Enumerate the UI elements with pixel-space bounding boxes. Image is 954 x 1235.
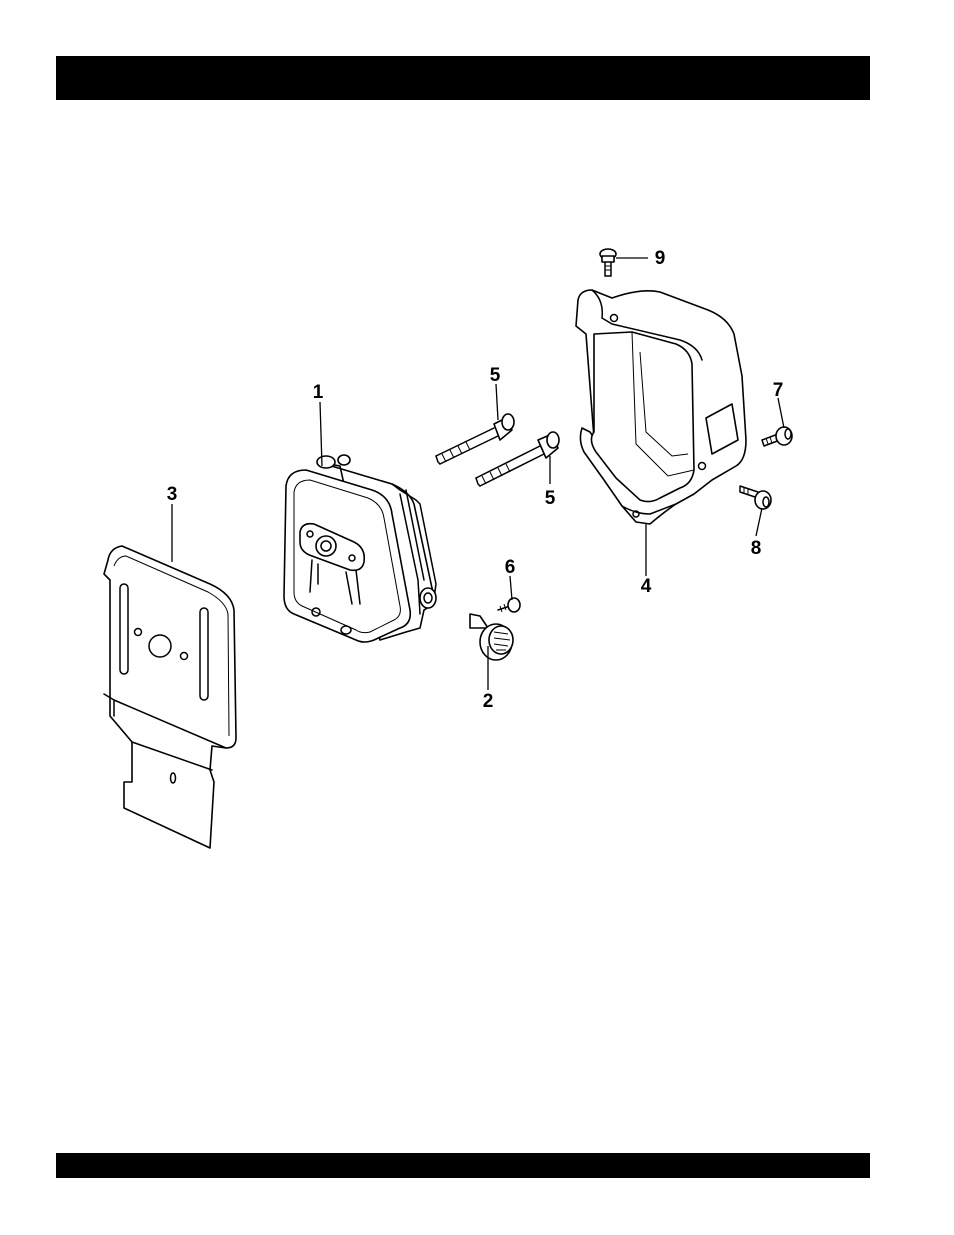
leader-7 (778, 398, 784, 428)
callout-3: 3 (167, 484, 178, 505)
protector-cover-drawing (576, 290, 746, 524)
bolt-8-drawing (740, 486, 771, 509)
callout-9: 9 (655, 248, 666, 269)
bolt-7-drawing (762, 427, 792, 446)
callout-4: 4 (641, 576, 652, 597)
callout-7: 7 (773, 380, 784, 401)
callout-1: 1 (313, 382, 324, 403)
arrester-cap-drawing (470, 614, 513, 660)
bracket-plate-drawing (104, 546, 236, 848)
callout-2: 2 (483, 691, 494, 712)
callout-5b: 5 (545, 488, 556, 509)
callout-6: 6 (505, 557, 516, 578)
bolt-9-drawing (600, 249, 616, 276)
screw-6-drawing (498, 598, 520, 612)
callout-8: 8 (751, 538, 762, 559)
leader-6 (510, 576, 512, 600)
leader-8 (756, 508, 762, 536)
leader-5a (496, 384, 498, 420)
callout-5a: 5 (490, 365, 501, 386)
muffler-drawing (284, 455, 436, 642)
bolt-5a-drawing (436, 414, 514, 464)
